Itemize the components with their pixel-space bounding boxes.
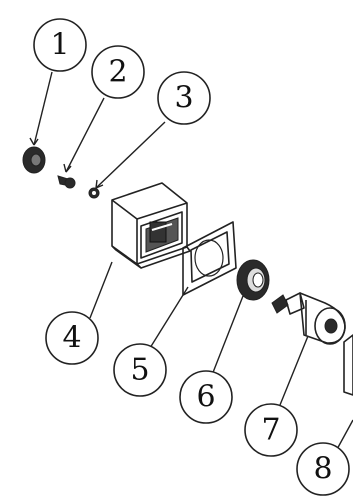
part-7-cartridge bbox=[271, 292, 346, 345]
callout-3: 3 bbox=[157, 71, 211, 125]
callout-2-label: 2 bbox=[108, 55, 127, 90]
part-4-housing bbox=[111, 182, 191, 269]
callout-8-label: 8 bbox=[313, 452, 332, 487]
callout-1-label: 1 bbox=[50, 28, 69, 63]
leader-lines bbox=[29, 71, 353, 463]
callout-4-label: 4 bbox=[62, 321, 81, 356]
callout-5: 5 bbox=[113, 343, 167, 397]
callout-3-label: 3 bbox=[174, 81, 193, 116]
part-3-washer bbox=[88, 187, 100, 199]
part-1-knob bbox=[22, 146, 46, 174]
callout-6: 6 bbox=[179, 370, 233, 424]
part-2-screw bbox=[57, 175, 76, 189]
callout-7-label: 7 bbox=[261, 413, 280, 448]
callout-5-label: 5 bbox=[130, 353, 149, 388]
callout-8: 8 bbox=[296, 442, 350, 496]
callout-2: 2 bbox=[91, 45, 145, 99]
part-5-gasket bbox=[182, 221, 237, 296]
callout-6-label: 6 bbox=[196, 380, 215, 415]
callout-7: 7 bbox=[244, 403, 298, 457]
callout-4: 4 bbox=[45, 311, 99, 365]
part-6-ring bbox=[236, 259, 270, 301]
callout-1: 1 bbox=[33, 18, 87, 72]
part-8-plate bbox=[343, 334, 353, 396]
